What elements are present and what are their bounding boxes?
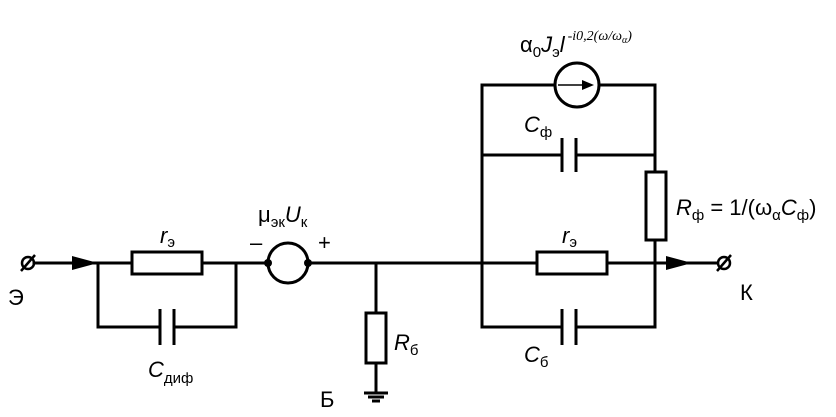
label-current-source: α0Jэl-i0,2(ω/ωα) [520, 29, 632, 61]
label-cb: Cб [524, 342, 548, 371]
label-rf-formula: Rф = 1/(ωαCф) [676, 195, 816, 224]
ground-symbol [364, 391, 388, 403]
resistor-re-right [535, 250, 609, 276]
label-base: Б [320, 387, 334, 412]
voltage-source-mu [266, 241, 310, 285]
resistor-rf [644, 170, 668, 242]
current-source-arrowhead [582, 80, 594, 90]
label-mu-plus: + [318, 230, 331, 255]
resistor-re-left [130, 250, 204, 276]
label-re-left: rэ [160, 223, 175, 251]
label-rb: Rб [394, 330, 418, 359]
resistor-rb [364, 311, 388, 365]
collector-terminal [716, 254, 732, 272]
source-dot-left [264, 259, 272, 267]
label-re-right: rэ [562, 223, 577, 251]
label-collector: К [740, 280, 753, 305]
label-mu-minus: – [250, 230, 263, 255]
label-cf: Cф [524, 112, 552, 141]
label-cdif: Cдиф [148, 357, 193, 387]
label-emitter: Э [8, 285, 24, 310]
label-mu-source: μэкUк [258, 202, 308, 231]
collector-arrow [666, 256, 692, 270]
emitter-arrow [72, 256, 98, 270]
